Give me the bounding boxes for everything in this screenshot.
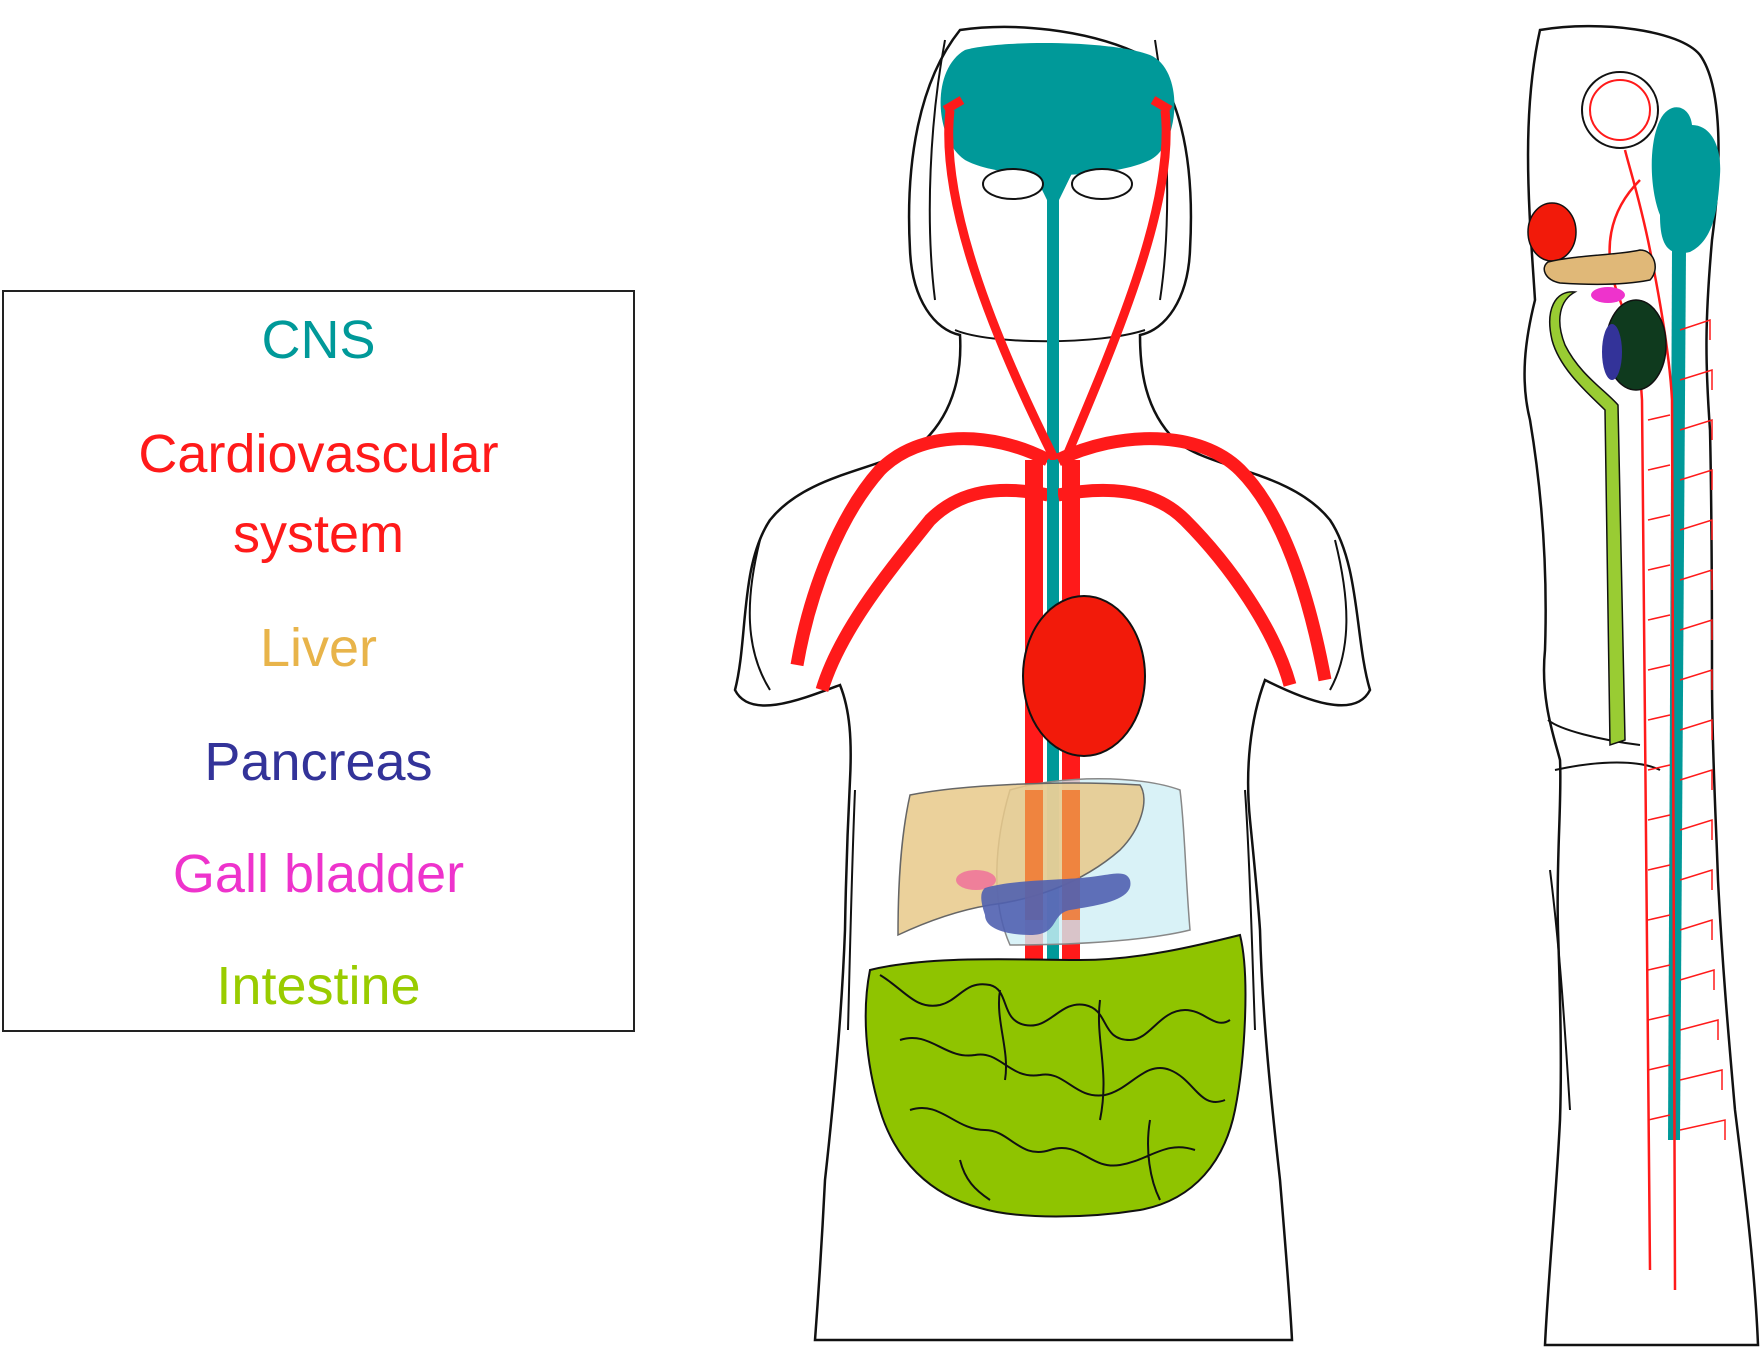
brain [940,43,1175,176]
legend-item-gall-bladder: Gall bladder [172,844,465,904]
legend-item-cardiovascular: Cardiovascular [138,424,499,484]
larva-eye [1581,71,1659,149]
larva-intersegmental-vessels [1647,318,1726,1140]
right-carotid-artery [1060,109,1171,462]
right-arm-artery-inner [1056,483,1297,687]
larva-body-outline [1523,24,1760,1347]
intestine-folds [879,974,1231,1201]
human-figure [733,25,1372,1342]
legend-item-cardiovascular-system: system [232,504,405,564]
left-arm-artery-inner [815,483,1050,692]
gall-bladder [956,870,996,890]
brain-stem [1030,165,1076,200]
left-carotid-artery [944,109,1060,463]
left-arm-artery-outer [790,432,1051,667]
left-eye [982,168,1044,200]
larva-body-outline-inner [1547,719,1661,1111]
right-arm-artery-outer [1055,432,1332,682]
right-eye [1071,168,1133,200]
larva-intestine [1549,291,1626,747]
heart [1022,595,1146,757]
legend-item-liver: Liver [259,618,378,678]
pancreas [981,873,1131,935]
legend-box: CNS Cardiovascular system Liver Pancreas… [2,290,635,1032]
legend-item-pancreas: Pancreas [204,732,433,792]
legend-item-cns: CNS [261,310,376,370]
legend-item-intestine: Intestine [216,956,421,1016]
human-body-outline [733,25,1372,1342]
larva-gall-bladder [1591,287,1625,303]
larva-brain [1651,107,1721,254]
larva-figure [1523,24,1760,1347]
right-carotid-cap [1150,96,1173,114]
larva-pancreas [1602,324,1622,380]
larva-eye-vessel [1589,79,1651,141]
larva-liver [1543,249,1656,285]
left-carotid-cap [942,96,965,114]
larva-heart [1527,202,1577,262]
